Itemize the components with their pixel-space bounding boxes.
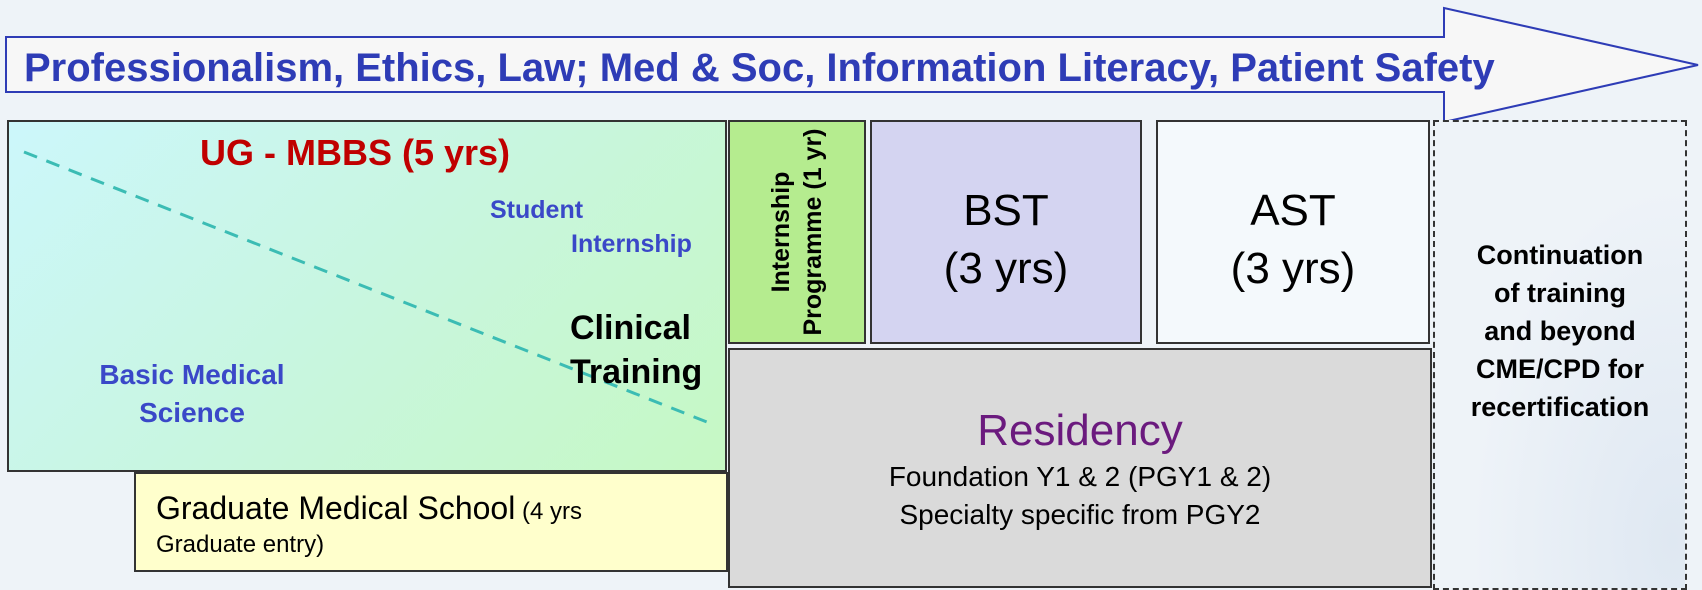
gms-main-text: Graduate Medical School [156, 490, 516, 526]
bst-box: BST (3 yrs) [870, 120, 1142, 344]
continuation-line4: CME/CPD for [1476, 354, 1644, 384]
bst-line2: (3 yrs) [943, 244, 1069, 293]
gms-paren-line2: Graduate entry) [156, 531, 325, 558]
continuation-line5: recertification [1470, 392, 1650, 422]
basic-line2: Science [139, 397, 245, 428]
internship-programme-box: Internship Programme (1 yr) [728, 120, 866, 344]
continuation-line1: Continuation [1476, 240, 1644, 270]
ast-line2: (3 yrs) [1230, 244, 1356, 293]
internship-programme-text: Internship Programme (1 yr) [765, 128, 829, 335]
residency-title: Residency [977, 406, 1183, 455]
internship-programme-line1: Internship [767, 171, 795, 293]
basic-line1: Basic Medical [99, 359, 285, 390]
ast-line1: AST [1250, 186, 1336, 235]
continuation-line2: of training [1494, 278, 1626, 308]
bst-line1: BST [963, 186, 1049, 235]
continuation-box: Continuation of training and beyond CME/… [1433, 120, 1687, 590]
residency-box: Residency Foundation Y1 & 2 (PGY1 & 2) S… [728, 348, 1432, 588]
internship-label: Internship [571, 230, 692, 258]
ast-box: AST (3 yrs) [1156, 120, 1430, 344]
clinical-training-label: Clinical Training [570, 306, 720, 394]
ug-diagonal-dash [23, 150, 713, 426]
banner-text: Professionalism, Ethics, Law; Med & Soc,… [24, 46, 1495, 90]
residency-line2: Specialty specific from PGY2 [899, 499, 1261, 530]
clinical-line2: Training [570, 353, 703, 391]
residency-line1: Foundation Y1 & 2 (PGY1 & 2) [888, 461, 1272, 492]
continuation-line3: and beyond [1484, 316, 1636, 346]
internship-programme-line2: Programme (1 yr) [799, 128, 827, 336]
ug-title: UG - MBBS (5 yrs) [200, 132, 511, 173]
student-label: Student [490, 196, 584, 224]
graduate-medical-school-box: Graduate Medical School (4 yrs Graduate … [134, 472, 728, 572]
continuation-text: Continuation of training and beyond CME/… [1435, 236, 1685, 426]
clinical-line1: Clinical [570, 309, 691, 347]
banner-arrow-shape [5, 6, 1699, 124]
ug-mbbs-box [7, 120, 727, 472]
basic-medical-science-label: Basic Medical Science [82, 356, 302, 432]
gms-paren-line1: (4 yrs [515, 498, 582, 525]
